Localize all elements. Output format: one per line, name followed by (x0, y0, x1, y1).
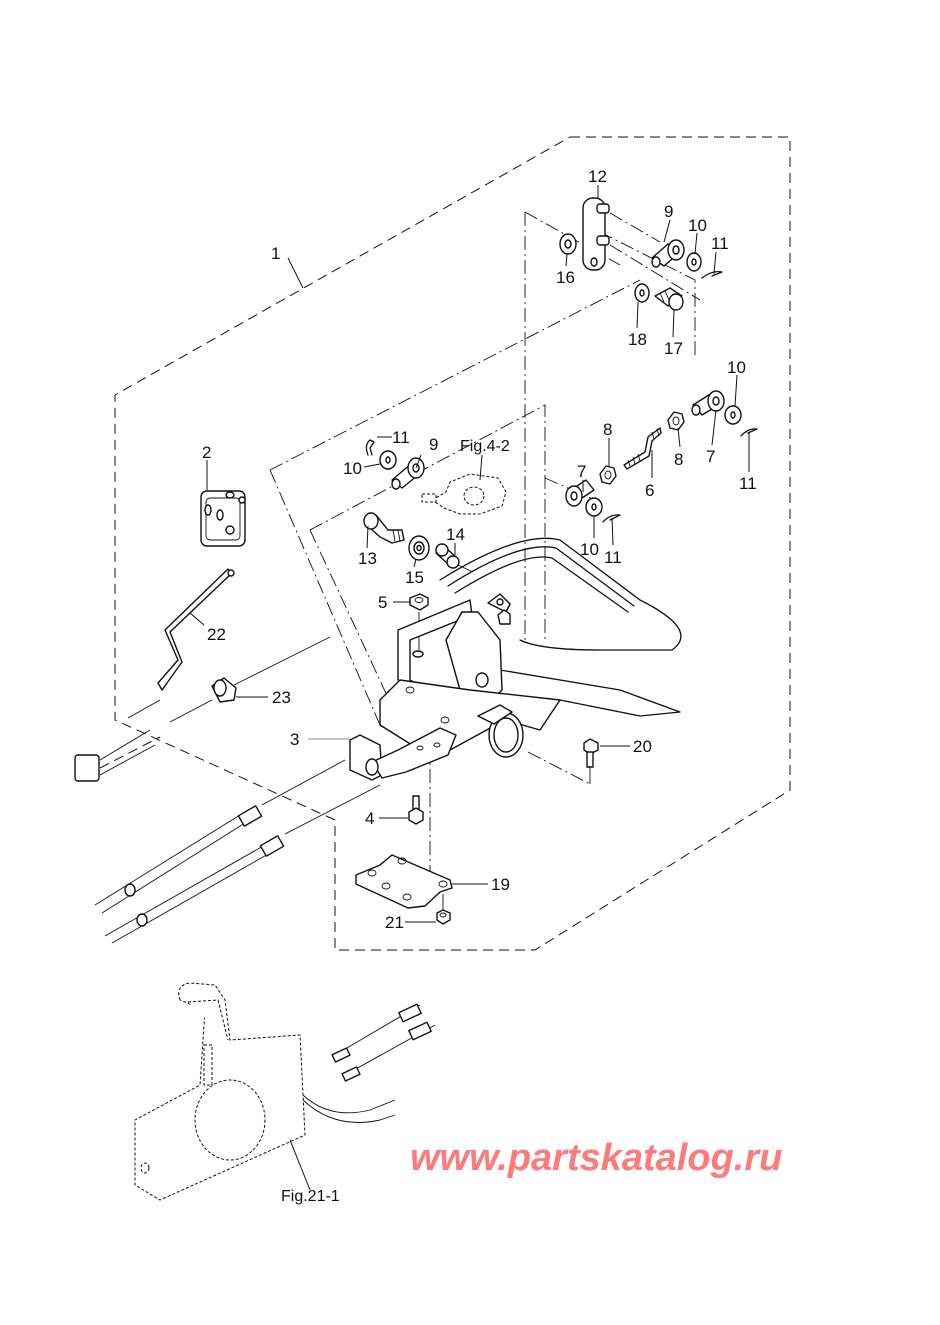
part-10-washer-mid[interactable] (379, 450, 397, 470)
callout-23[interactable]: 23 (272, 688, 291, 707)
part-13-pivot-bolt[interactable] (363, 512, 405, 544)
part-11-clip-left[interactable] (602, 514, 621, 523)
part-21-nut[interactable] (436, 894, 451, 925)
callout-20[interactable]: 20 (633, 737, 652, 756)
callout-3[interactable]: 3 (290, 730, 299, 749)
callout-4[interactable]: 4 (365, 809, 374, 828)
part-11-clip-upper[interactable] (701, 270, 723, 279)
callout-19[interactable]: 19 (491, 875, 510, 894)
callout-9-upper[interactable]: 9 (664, 202, 673, 221)
callout-7-left[interactable]: 7 (577, 462, 586, 481)
cable-end-connector (74, 699, 161, 782)
callout-11-mid[interactable]: 11 (392, 428, 410, 447)
callout-labels: 1 2 3 4 5 6 7 7 8 8 9 9 10 10 10 10 11 1… (202, 167, 757, 1205)
part-19-mounting-plate[interactable] (355, 854, 453, 909)
part-15-bearing[interactable] (408, 535, 430, 561)
part-16-washer[interactable] (559, 233, 577, 255)
callout-10-mid[interactable]: 10 (343, 459, 362, 478)
fig-4-2-reference[interactable]: Fig.4-2 (460, 438, 510, 455)
leader-lines (189, 185, 750, 923)
callout-15[interactable]: 15 (405, 568, 424, 587)
part-9-ball-joint-mid[interactable] (391, 457, 425, 490)
part-11-clip-right[interactable] (740, 428, 758, 437)
callout-17[interactable]: 17 (664, 339, 683, 358)
part-7-ball-joint-right[interactable] (691, 390, 725, 416)
callout-22[interactable]: 22 (207, 625, 226, 644)
part-2-grommet-plate[interactable] (200, 490, 246, 547)
part-11-clip-mid[interactable] (365, 439, 375, 456)
callout-11-left[interactable]: 11 (604, 548, 622, 567)
part-18-washer[interactable] (634, 283, 650, 303)
callout-2[interactable]: 2 (202, 443, 211, 462)
callout-11-right[interactable]: 11 (739, 474, 757, 493)
callout-16[interactable]: 16 (556, 268, 575, 287)
part-8-nut-left[interactable] (599, 465, 617, 485)
part-4-bolt[interactable] (408, 795, 424, 825)
control-cables (94, 759, 381, 944)
part-7-ball-joint-left[interactable] (565, 479, 595, 507)
callout-5[interactable]: 5 (378, 593, 387, 612)
callout-13[interactable]: 13 (358, 549, 377, 568)
assembly-boundary (114, 136, 791, 951)
part-10-washer-left[interactable] (585, 497, 603, 517)
callout-11-upper[interactable]: 11 (711, 234, 729, 253)
fig-21-1-remote-control-drawing (134, 982, 436, 1201)
fig-21-1-reference[interactable]: Fig.21-1 (281, 1188, 340, 1205)
callout-10-right[interactable]: 10 (727, 358, 746, 377)
part-17-bolt[interactable] (654, 287, 684, 311)
part-10-washer-upper[interactable] (686, 252, 702, 272)
callout-7-right[interactable]: 7 (706, 447, 715, 466)
callout-10-upper[interactable]: 10 (688, 216, 707, 235)
callout-14[interactable]: 14 (446, 525, 465, 544)
callout-8-left[interactable]: 8 (603, 420, 612, 439)
part-10-washer-right[interactable] (724, 405, 742, 425)
part-20-bolt[interactable] (583, 738, 599, 768)
callout-9-mid[interactable]: 9 (429, 435, 438, 454)
callout-21[interactable]: 21 (385, 913, 404, 932)
part-22-shift-rod[interactable] (157, 568, 235, 691)
part-6-link-rod[interactable] (623, 427, 662, 470)
swivel-bracket-assembly (379, 537, 682, 880)
part-3-cable-bracket[interactable] (349, 727, 457, 781)
part-12-link-plate[interactable] (582, 197, 701, 301)
part-14-bushing[interactable] (435, 543, 474, 573)
callout-8-right[interactable]: 8 (674, 450, 683, 469)
callout-6[interactable]: 6 (645, 481, 654, 500)
callout-18[interactable]: 18 (628, 330, 647, 349)
callout-12[interactable]: 12 (588, 167, 607, 186)
watermark: www.partskatalog.ru (410, 1137, 782, 1179)
part-23-grommet[interactable] (169, 636, 331, 723)
part-8-nut-right[interactable] (667, 411, 685, 431)
callout-10-left[interactable]: 10 (580, 540, 599, 559)
part-9-ball-joint-upper[interactable] (651, 239, 685, 268)
part-5-nut[interactable] (409, 593, 429, 650)
fig-4-2-reference-drawing (421, 454, 507, 515)
callout-1[interactable]: 1 (271, 244, 280, 263)
